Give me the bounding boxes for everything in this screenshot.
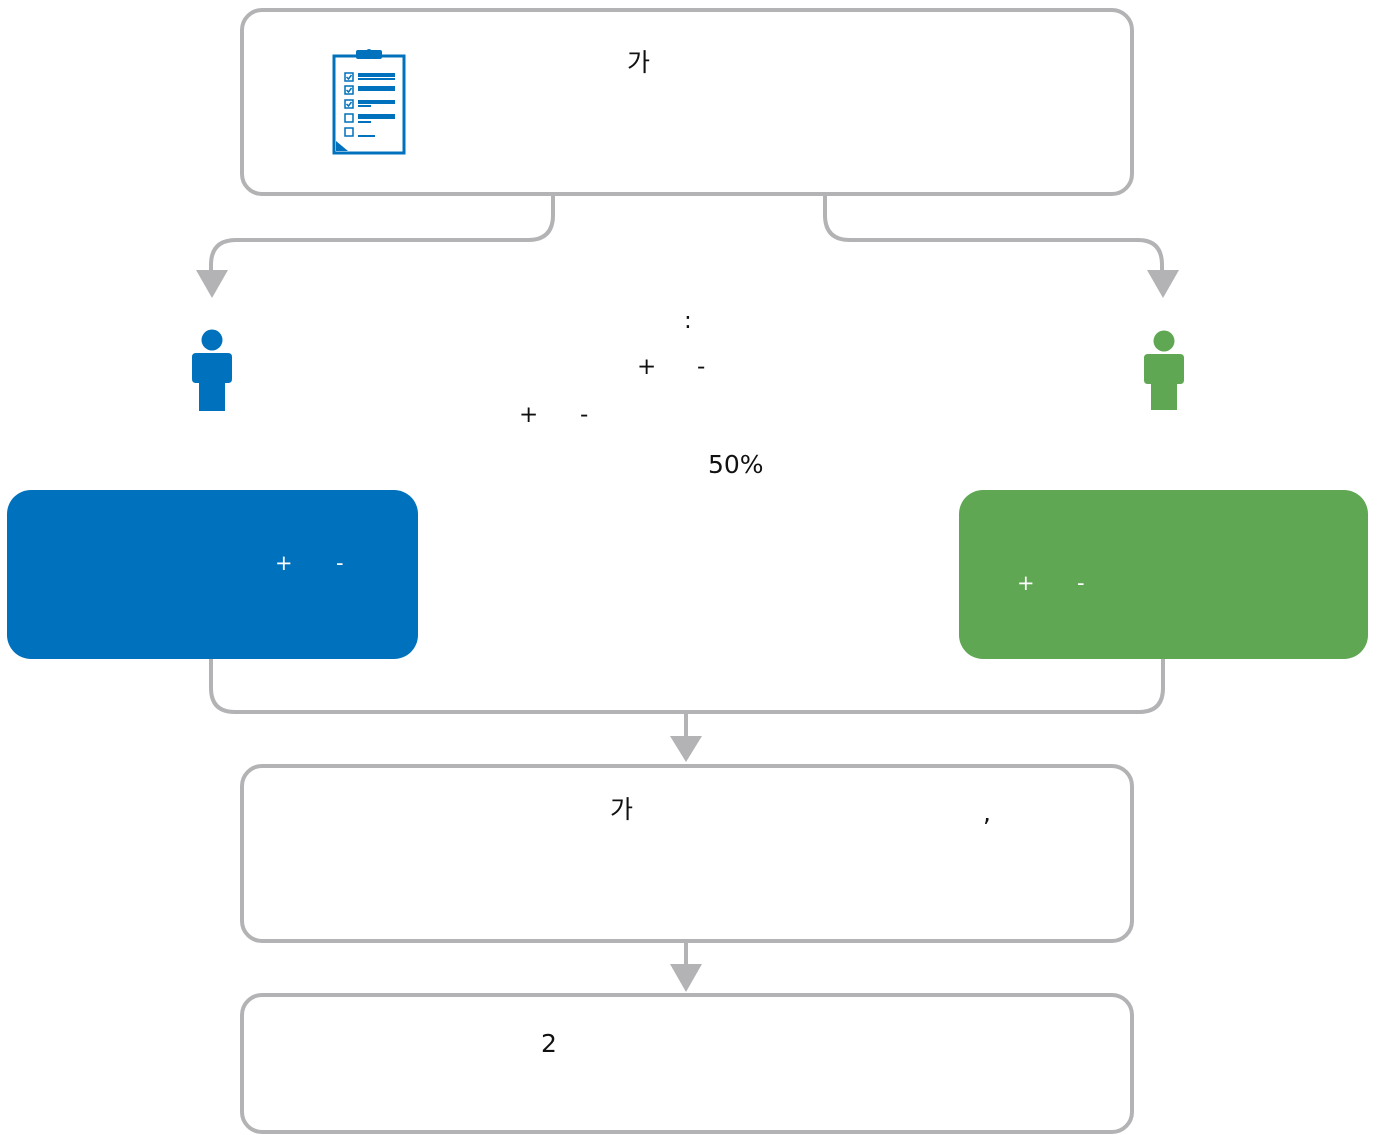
arrow-down-bottom bbox=[670, 964, 702, 992]
center-percent: 50% bbox=[708, 450, 764, 479]
left-panel-plus: + bbox=[275, 551, 293, 575]
arrow-down-right bbox=[1147, 270, 1179, 298]
center-minus-1: - bbox=[697, 354, 706, 380]
center-minus-2: - bbox=[580, 402, 589, 428]
center-plus-1: + bbox=[637, 354, 657, 380]
mid-box-text: 가 bbox=[610, 795, 634, 824]
right-green-panel bbox=[959, 490, 1368, 659]
clipboard-checklist-icon bbox=[332, 49, 406, 155]
connector-top-left bbox=[209, 195, 555, 272]
right-panel-minus: - bbox=[1077, 571, 1085, 595]
arrow-down-left bbox=[196, 270, 228, 298]
top-step-box bbox=[240, 8, 1134, 196]
top-box-text: 가 bbox=[627, 48, 651, 77]
left-panel-minus: - bbox=[336, 551, 344, 575]
center-plus-2: + bbox=[519, 402, 539, 428]
mid-box-comma: , bbox=[983, 798, 991, 827]
right-panel-plus: + bbox=[1017, 571, 1035, 595]
bottom-step-box bbox=[240, 993, 1134, 1134]
connector-merge bbox=[209, 658, 1165, 714]
connector-top-right bbox=[823, 195, 1164, 272]
person-icon bbox=[1144, 330, 1184, 410]
arrow-down-center bbox=[670, 736, 702, 762]
person-icon bbox=[192, 329, 232, 411]
middle-step-box bbox=[240, 764, 1134, 943]
bottom-box-number: 2 bbox=[541, 1029, 557, 1058]
left-blue-panel bbox=[7, 490, 418, 659]
center-colon: : bbox=[684, 308, 692, 334]
